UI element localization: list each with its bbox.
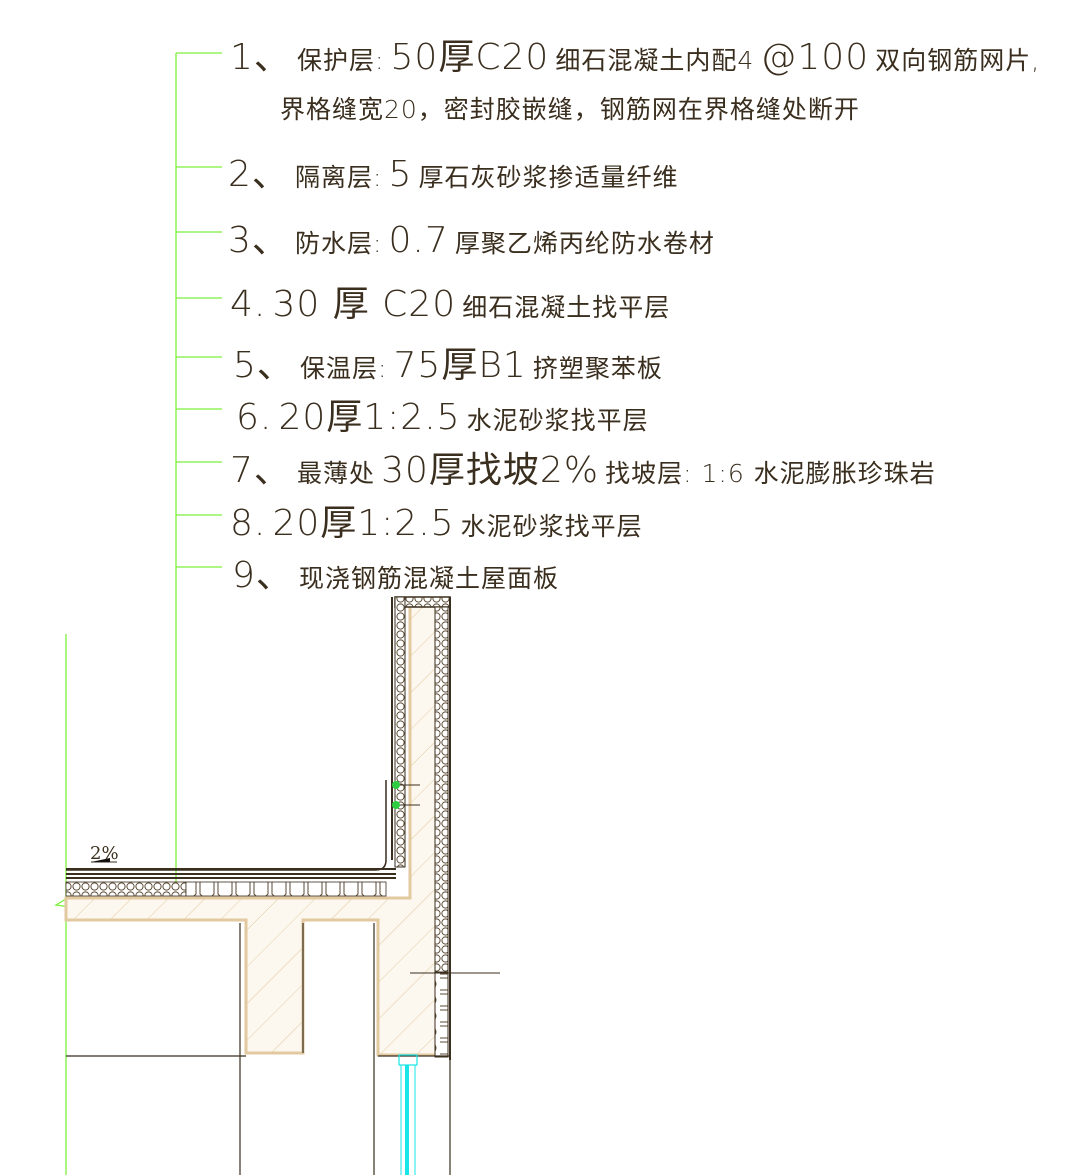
note-8: 8. 20厚1:2.5 水泥砂浆找平层	[230, 503, 643, 544]
note-4: 4. 30 厚 C20 细石混凝土找平层	[230, 284, 671, 325]
note-6: 6. 20厚1:2.5 水泥砂浆找平层	[236, 397, 649, 438]
note-2: 2、 隔离层: 5 厚石灰砂浆掺适量纤维	[228, 154, 679, 195]
leader-lines	[54, 52, 222, 1175]
note-3: 3、 防水层: 0.7 厚聚乙烯丙纶防水卷材	[228, 220, 715, 261]
concrete-structure	[64, 598, 442, 1057]
slope-arrow-icon	[91, 858, 117, 863]
note-7: 7、 最薄处 30厚找坡2% 找坡层: 1:6 水泥膨胀珍珠岩	[230, 450, 936, 491]
slope-label: 2%	[90, 843, 119, 864]
note-5: 5、 保温层: 75厚B1 挤塑聚苯板	[233, 345, 663, 386]
parapet	[66, 596, 500, 1060]
window-frame	[398, 1054, 418, 1175]
note-1-line2: 界格缝宽20，密封胶嵌缝，钢筋网在界格缝处断开	[280, 95, 860, 124]
note-1: 1、 保护层: 50厚C20 细石混凝土内配4 @100 双向钢筋网片,	[230, 37, 1041, 78]
below-lines	[66, 923, 451, 1175]
note-9: 9、 现浇钢筋混凝土屋面板	[232, 555, 560, 596]
